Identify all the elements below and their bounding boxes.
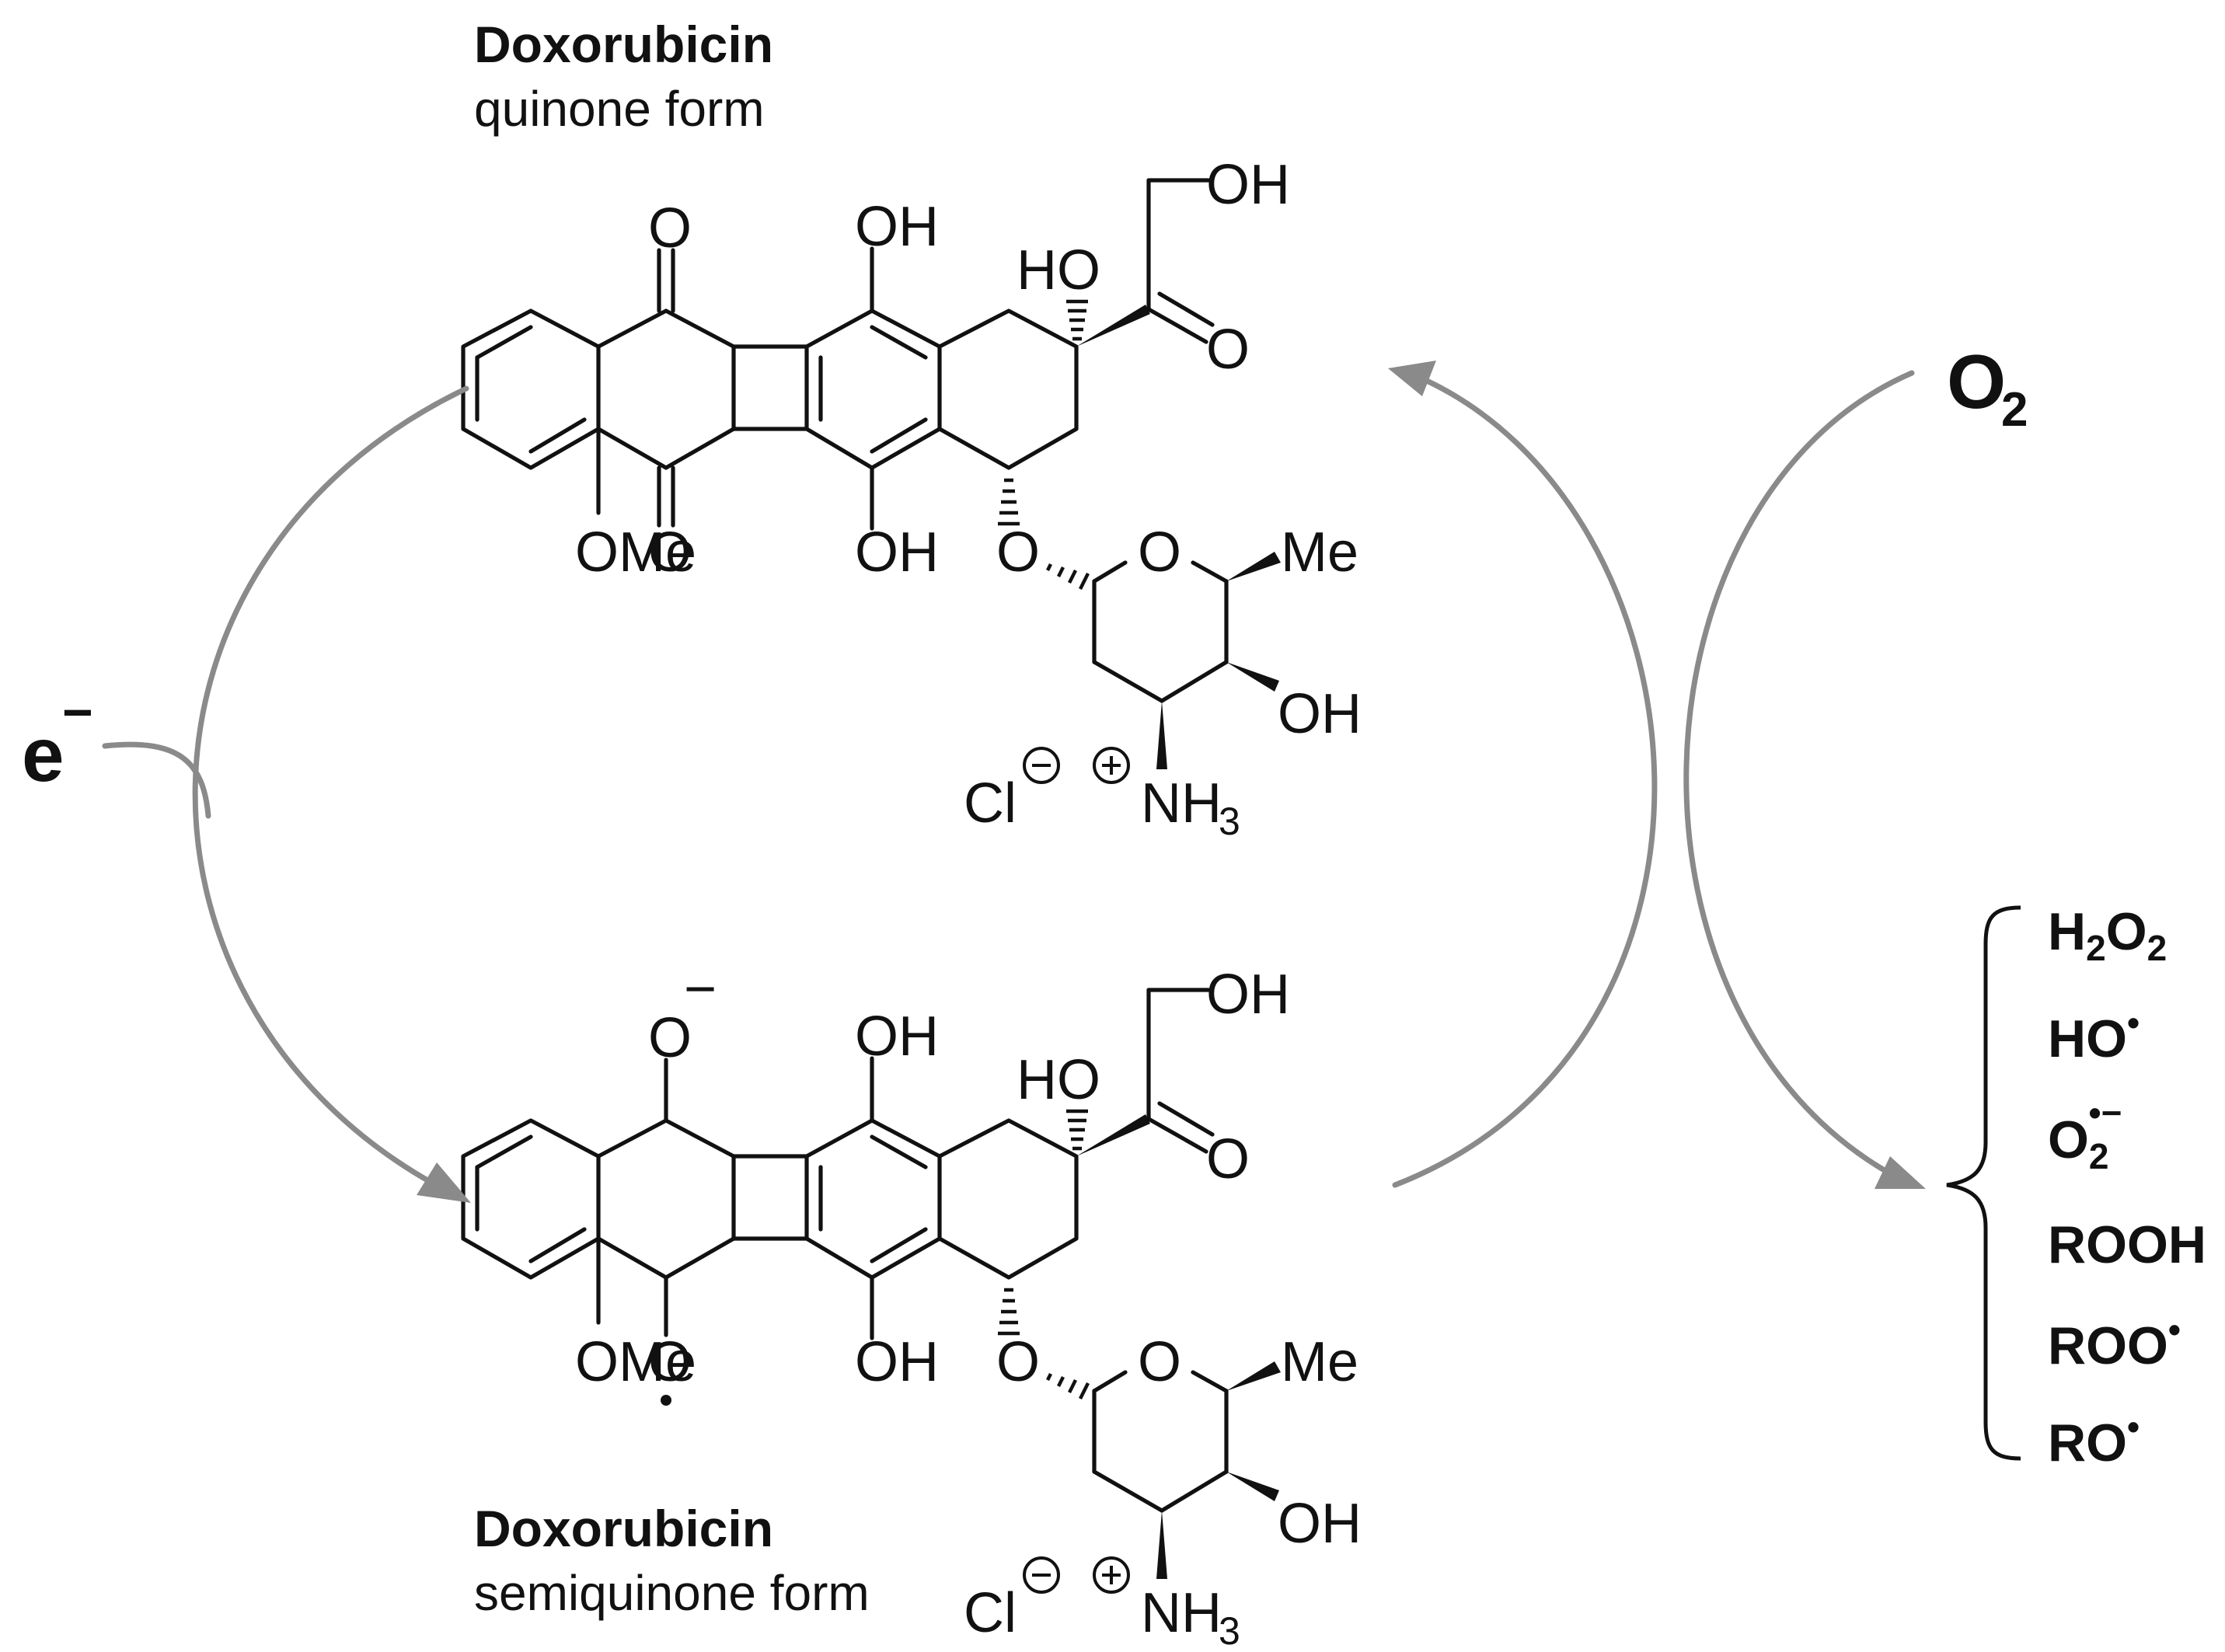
- semiquinone-title: Doxorubicin: [474, 1500, 773, 1557]
- oxygen-label: O 2: [1947, 339, 2028, 437]
- semiquinone-molecule: O − O OH OH HO OH O OMe O O Me OH NH 3 C…: [463, 958, 1362, 1652]
- radical-o: O: [648, 1331, 692, 1393]
- ros-brace: [1946, 905, 2021, 1461]
- oh-c11: OH: [855, 196, 939, 258]
- minus-charge-icon: [1023, 747, 1060, 784]
- glycosidic-o: O: [996, 521, 1040, 584]
- radical-dot-icon: [661, 1395, 671, 1406]
- quinone-molecule: Doxorubicin quinone form O O OH OH HO OH…: [463, 16, 1362, 843]
- ketone-o: O: [1206, 319, 1250, 381]
- ketone-o-semi: O: [1206, 1128, 1250, 1190]
- semiquinone-skeleton: [463, 990, 1281, 1579]
- ros-list: H2O2 HO• O2•− ROOH ROO• RO•: [2048, 902, 2206, 1473]
- oh-c6: OH: [855, 521, 939, 584]
- ros-peroxyl-radical: ROO•: [2048, 1309, 2181, 1375]
- oxygen-sub: 2: [2001, 383, 2028, 437]
- ros-rooh: ROOH: [2048, 1215, 2206, 1274]
- oh-side-chain-semi: OH: [1206, 964, 1290, 1026]
- ho-c9-semi: HO: [1017, 1049, 1100, 1111]
- ammonium-nh-semi: NH: [1141, 1582, 1222, 1644]
- chloride-label-semi: Cl: [964, 1582, 1017, 1644]
- plus-charge-icon: [1093, 1556, 1130, 1594]
- methyl-label-semi: Me: [1281, 1331, 1358, 1393]
- methyl-label: Me: [1281, 521, 1358, 584]
- methoxy-label-semi: OMe: [575, 1331, 696, 1393]
- chloride-label: Cl: [964, 772, 1017, 835]
- sugar-oh: OH: [1278, 683, 1362, 745]
- oh-c11-semi: OH: [855, 1005, 939, 1068]
- ros-hydroxyl-radical: HO•: [2048, 1002, 2140, 1068]
- plus-charge-icon: [1093, 747, 1130, 784]
- sugar-oh-semi: OH: [1278, 1493, 1362, 1555]
- electron-charge: −: [62, 683, 93, 742]
- semiquinone-subtitle: semiquinone form: [474, 1565, 870, 1621]
- ammonium-sub: 3: [1219, 800, 1240, 843]
- glycosidic-o-semi: O: [996, 1331, 1040, 1393]
- ros-h2o2: H2O2: [2048, 902, 2167, 968]
- sugar-ring-o-semi: O: [1138, 1331, 1181, 1393]
- minus-charge-icon: [1023, 1556, 1060, 1594]
- ammonium-nh: NH: [1141, 772, 1222, 835]
- quinone-skeleton: [463, 180, 1281, 769]
- reoxidation-arrow: [1388, 361, 1926, 1189]
- ammonium-sub-semi: 3: [1219, 1609, 1240, 1652]
- sugar-ring-o: O: [1138, 521, 1181, 584]
- reduction-arrow: [102, 385, 471, 1203]
- anion-charge: −: [684, 958, 717, 1020]
- carbonyl-o-bottom: O: [648, 521, 692, 584]
- quinone-title: Doxorubicin: [474, 16, 773, 73]
- quinone-subtitle: quinone form: [474, 81, 765, 137]
- ros-alkoxyl-radical: RO•: [2048, 1406, 2140, 1473]
- electron-label: e −: [22, 683, 93, 797]
- electron-symbol: e: [22, 712, 65, 797]
- anion-o: O: [648, 1007, 692, 1069]
- carbonyl-o-top: O: [648, 197, 692, 260]
- ros-superoxide: O2•−: [2048, 1093, 2122, 1176]
- ho-c9: HO: [1017, 239, 1100, 301]
- oh-c6-semi: OH: [855, 1331, 939, 1393]
- oh-side-chain: OH: [1206, 154, 1290, 216]
- oxygen-symbol: O: [1947, 339, 2006, 424]
- methoxy-label: OMe: [575, 521, 696, 584]
